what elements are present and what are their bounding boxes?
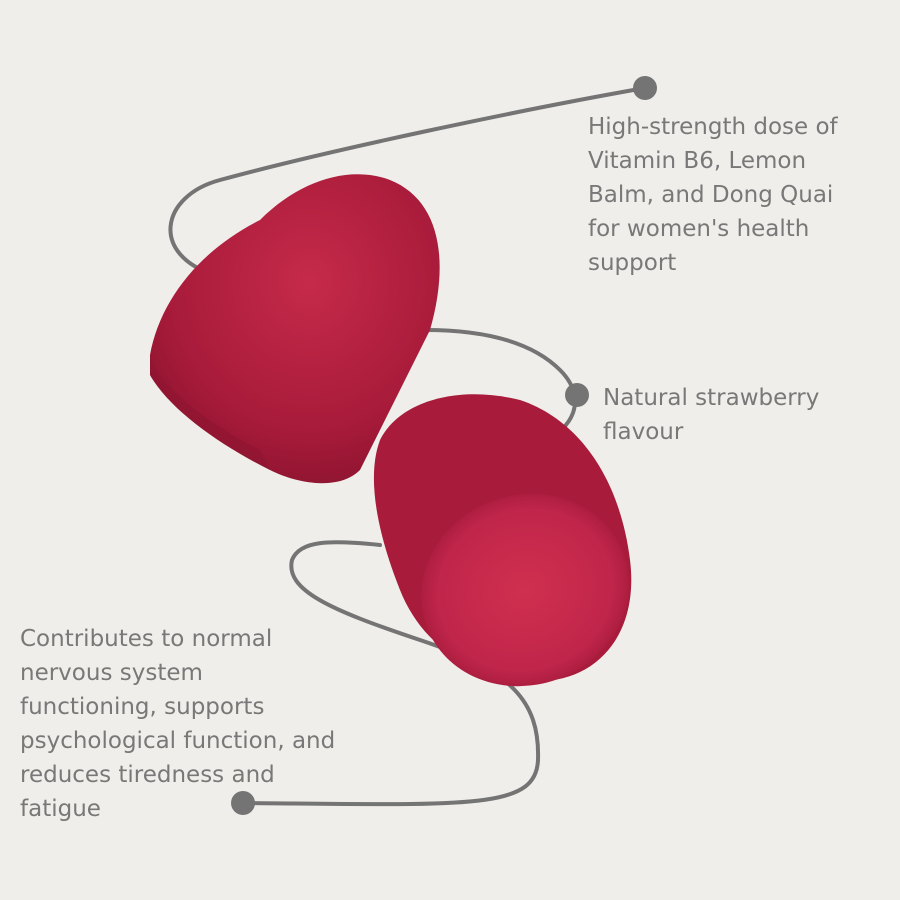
callout-line: Balm, and Dong Quai: [588, 182, 834, 208]
callout-line: reduces tiredness and: [20, 762, 275, 788]
callout-line: for women's health: [588, 216, 810, 242]
callout-flavour: Natural strawberry flavour: [603, 381, 819, 449]
callout-dot-benefits: [231, 791, 255, 815]
gummy-tilted: [373, 394, 632, 687]
callout-line: nervous system: [20, 660, 203, 686]
callout-benefits: Contributes to normal nervous system fun…: [20, 622, 335, 826]
callout-dose: High-strength dose of Vitamin B6, Lemon …: [588, 110, 838, 280]
callout-dot-dose: [633, 76, 657, 100]
callout-line: Vitamin B6, Lemon: [588, 148, 807, 174]
callout-line: support: [588, 250, 677, 276]
callout-line: fatigue: [20, 796, 101, 822]
callout-line: Natural strawberry: [603, 385, 820, 411]
gummy-upright: [150, 174, 440, 484]
callout-line: flavour: [603, 419, 684, 445]
callout-dot-flavour: [565, 383, 589, 407]
callout-line: High-strength dose of: [588, 114, 838, 140]
callout-line: psychological function, and: [20, 728, 336, 754]
callout-line: Contributes to normal: [20, 626, 273, 652]
callout-line: functioning, supports: [20, 694, 265, 720]
